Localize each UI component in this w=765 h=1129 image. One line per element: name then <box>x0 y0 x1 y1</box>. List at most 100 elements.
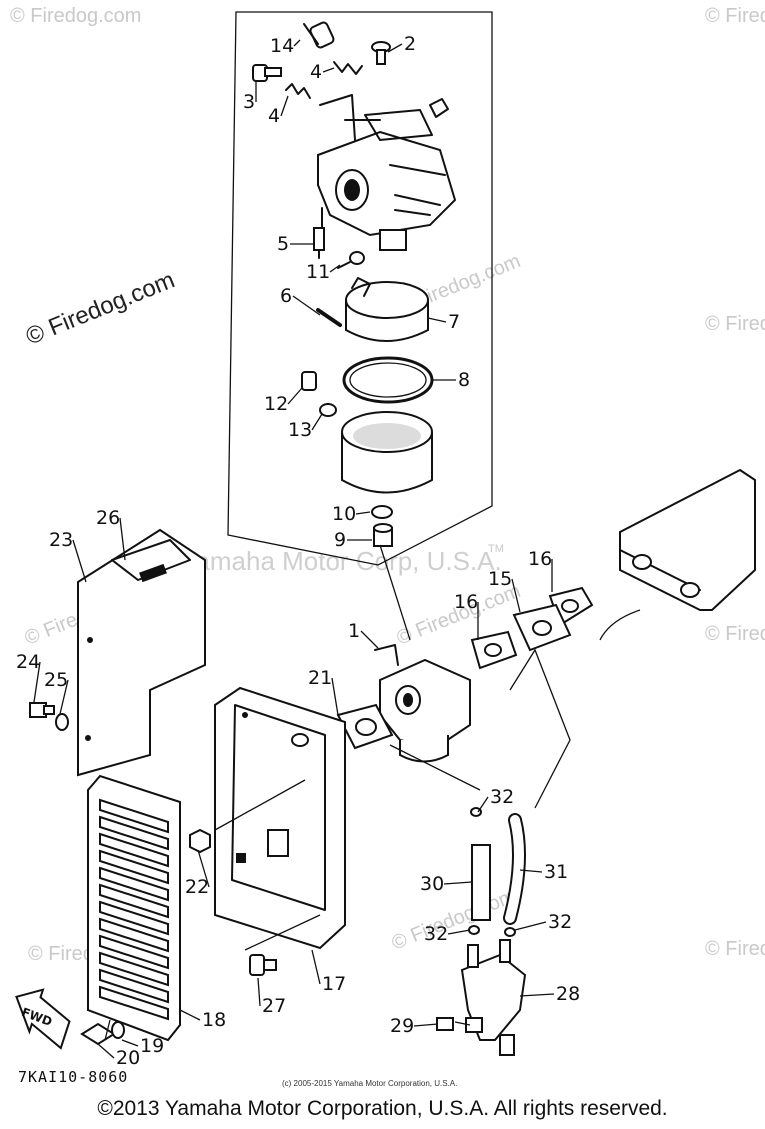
callout-17: 17 <box>322 973 346 995</box>
callout-leader <box>72 539 87 583</box>
footer-copyright: ©2013 Yamaha Motor Corporation, U.S.A. A… <box>97 1097 668 1120</box>
callout-leader <box>413 1023 439 1027</box>
callout-16: 16 <box>528 548 552 570</box>
callout-29: 29 <box>390 1015 414 1037</box>
spring-4-lower <box>285 83 311 99</box>
washer-25 <box>55 713 69 731</box>
callout-21: 21 <box>308 667 332 689</box>
filter-slat <box>99 798 169 834</box>
bolt-24 <box>29 702 55 718</box>
callout-leader <box>519 993 555 997</box>
callout-leader <box>427 317 447 323</box>
callout-leader <box>311 413 323 431</box>
screw-3 <box>252 64 282 82</box>
carburetor-upper <box>317 94 457 251</box>
callout-24: 24 <box>16 651 40 673</box>
callout-14: 14 <box>270 35 294 57</box>
callout-9: 9 <box>334 529 346 551</box>
wing-nut-20 <box>80 1022 116 1046</box>
callout-2: 2 <box>404 33 416 55</box>
clip-32 <box>470 807 482 817</box>
screw-14 <box>303 21 335 49</box>
washer-19 <box>111 1021 125 1039</box>
watermark-firedog: © Firedog.com <box>705 5 765 27</box>
callout-leader <box>121 1039 139 1047</box>
clip-32 <box>468 925 480 935</box>
callout-23: 23 <box>49 529 73 551</box>
float-bowl <box>341 411 433 494</box>
small-copyright: (c) 2005-2015 Yamaha Motor Corporation, … <box>282 1079 458 1088</box>
leader-lines <box>104 544 571 1041</box>
callout-20: 20 <box>116 1047 140 1069</box>
callout-7: 7 <box>448 311 460 333</box>
callout-leader <box>119 517 126 561</box>
screw-11 <box>337 251 365 269</box>
callout-leader <box>197 849 210 888</box>
callout-32: 32 <box>490 786 514 808</box>
watermark-firedog: © Firedog.com <box>10 5 141 27</box>
filter-slat <box>99 832 169 868</box>
callout-32: 32 <box>424 923 448 945</box>
callout-leader <box>443 881 473 885</box>
drain-bolt-9 <box>373 523 393 547</box>
callout-16: 16 <box>454 591 478 613</box>
fuel-hose-30 <box>471 844 491 921</box>
filter-slat <box>99 985 169 1021</box>
callout-leader <box>280 95 289 117</box>
callout-32: 32 <box>548 911 572 933</box>
callout-18: 18 <box>202 1009 226 1031</box>
filter-slat <box>99 900 169 936</box>
watermark-firedog: © Firedog.com <box>705 313 765 335</box>
filter-slats <box>99 798 169 1021</box>
filter-slat <box>99 917 169 953</box>
callout-8: 8 <box>458 369 470 391</box>
insulator-15 <box>512 603 572 652</box>
callout-leader <box>447 929 471 935</box>
callout-leader <box>477 796 489 813</box>
callout-4: 4 <box>268 105 280 127</box>
callout-leader <box>257 977 261 1007</box>
callout-leader <box>311 949 321 985</box>
watermark-yamaha: Yamaha Motor Corp, U.S.A. <box>180 546 502 576</box>
filter-slat <box>99 866 169 902</box>
carburetor-1 <box>374 644 471 763</box>
callout-27: 27 <box>262 995 286 1017</box>
exploded-frame <box>227 11 493 566</box>
callout-leader <box>292 295 321 316</box>
callout-leader <box>519 869 543 873</box>
callout-leader <box>387 43 403 53</box>
callout-leader <box>511 578 521 613</box>
callout-leader <box>355 511 371 515</box>
callout-leader <box>322 67 335 73</box>
filter-slat <box>99 951 169 987</box>
clip-32 <box>504 927 516 937</box>
float-needle-5 <box>313 227 325 259</box>
screw-2 <box>371 41 391 65</box>
fuel-cock-28 <box>460 939 527 1056</box>
fwd-arrow: FWD <box>15 988 71 1050</box>
callout-25: 25 <box>44 669 68 691</box>
gasket-16-left <box>470 630 518 670</box>
washer-10 <box>371 505 393 519</box>
callout-leader <box>33 661 41 703</box>
fuel-hose-31 <box>503 813 526 925</box>
callout-leader <box>514 921 547 931</box>
callout-leader <box>331 677 339 716</box>
cover-23 <box>77 528 206 777</box>
callout-leader <box>329 264 341 273</box>
gasket-21 <box>336 703 394 750</box>
callout-leader <box>97 1043 115 1059</box>
filter-slat <box>99 849 169 885</box>
bolt-27 <box>249 954 277 976</box>
washer-13 <box>319 403 337 417</box>
engine-block <box>599 469 756 641</box>
spring-4-upper <box>333 61 363 75</box>
callout-6: 6 <box>280 285 292 307</box>
callout-28: 28 <box>556 983 580 1005</box>
watermark-firedog: © Firedog.com <box>705 938 765 960</box>
callout-19: 19 <box>140 1035 164 1057</box>
callout-26: 26 <box>96 507 120 529</box>
callout-5: 5 <box>277 233 289 255</box>
